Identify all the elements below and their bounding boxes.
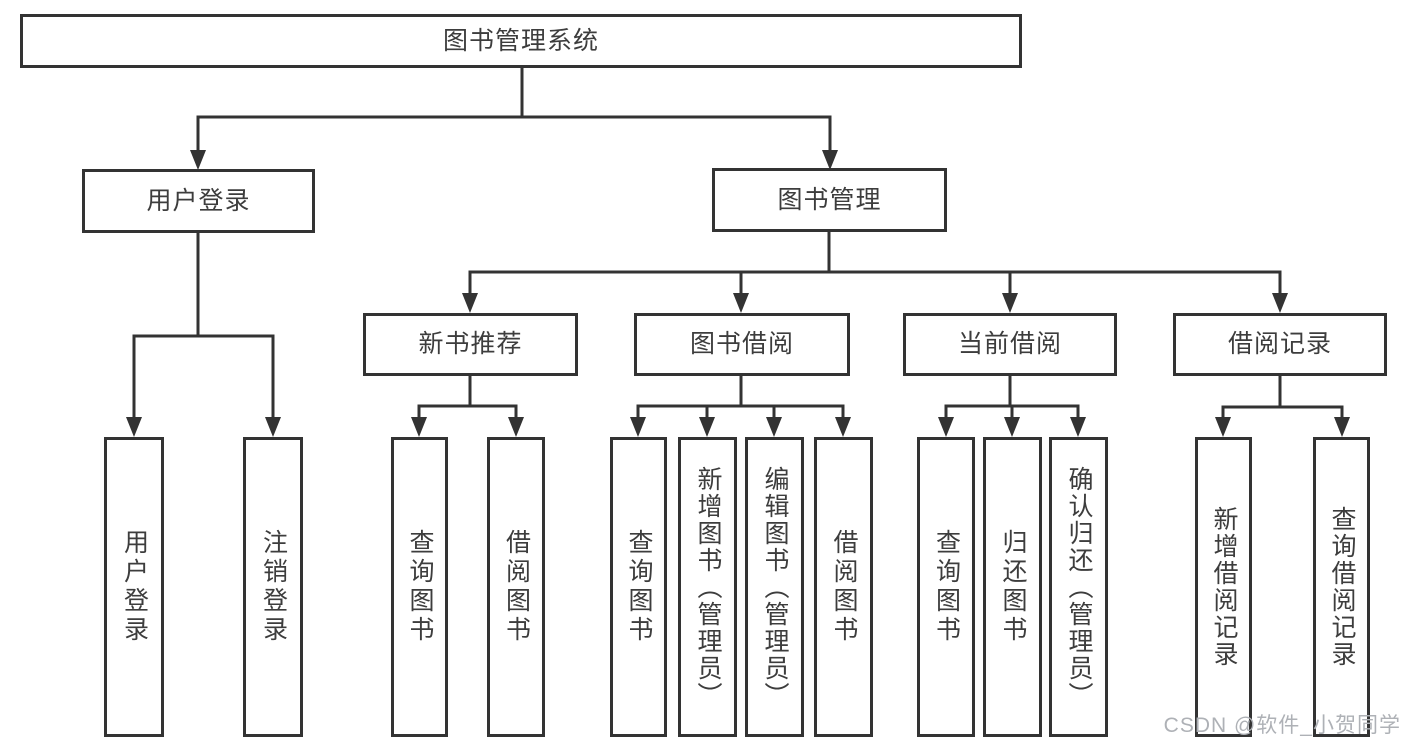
- leaf-br-add-record-label: 新增借阅记录: [1210, 506, 1238, 668]
- node-borrow-record: 借阅记录: [1173, 313, 1387, 376]
- node-root-system: 图书管理系统: [20, 14, 1022, 68]
- node-book-borrow: 图书借阅: [634, 313, 850, 376]
- leaf-br-add-record: 新增借阅记录: [1195, 437, 1252, 737]
- leaf-nbr-borrow-books-label: 借阅图书: [502, 529, 531, 645]
- connector-borrow-record-group: [1221, 374, 1344, 409]
- node-current-borrow-label: 当前借阅: [957, 330, 1062, 358]
- node-user-login: 用户登录: [82, 169, 315, 233]
- leaf-bb-query-books-label: 查询图书: [625, 529, 653, 645]
- connector-root: [196, 66, 832, 119]
- leaf-br-query-record-label: 查询借阅记录: [1328, 506, 1356, 668]
- node-root-system-label: 图书管理系统: [442, 26, 599, 55]
- leaf-bb-borrow-books: 借阅图书: [814, 437, 873, 737]
- node-book-management-label: 图书管理: [777, 185, 882, 214]
- leaf-bb-query-books: 查询图书: [610, 437, 667, 737]
- leaf-bb-edit-books-admin: 编辑图书（管理员）: [745, 437, 804, 737]
- node-user-login-label: 用户登录: [146, 186, 251, 215]
- leaf-cb-return-books: 归还图书: [983, 437, 1042, 737]
- leaf-nbr-query-books: 查询图书: [391, 437, 448, 737]
- leaf-user-login-label: 用户登录: [120, 529, 149, 645]
- leaf-bb-borrow-books-label: 借阅图书: [830, 529, 858, 645]
- leaf-bb-add-books-admin: 新增图书（管理员）: [678, 437, 737, 737]
- leaf-user-login: 用户登录: [104, 437, 164, 737]
- leaf-nbr-borrow-books: 借阅图书: [487, 437, 545, 737]
- leaf-bb-edit-books-admin-label: 编辑图书（管理员）: [761, 465, 789, 709]
- connector-current-borrow-group: [944, 374, 1080, 408]
- leaf-logout-label: 注销登录: [259, 529, 288, 645]
- connector-new-book-recommend-group: [417, 374, 518, 408]
- leaf-cb-confirm-return-admin: 确认归还（管理员）: [1049, 437, 1108, 737]
- node-new-book-recommend: 新书推荐: [363, 313, 578, 376]
- csdn-watermark: CSDN @软件_小贺同学: [1163, 714, 1401, 737]
- leaf-br-query-record: 查询借阅记录: [1313, 437, 1370, 737]
- arrowheads: [126, 117, 1350, 437]
- leaf-cb-query-books-label: 查询图书: [932, 529, 961, 645]
- leaf-cb-return-books-label: 归还图书: [999, 529, 1027, 645]
- leaf-bb-add-books-admin-label: 新增图书（管理员）: [694, 465, 722, 709]
- node-book-management: 图书管理: [712, 168, 947, 232]
- node-new-book-recommend-label: 新书推荐: [418, 330, 523, 358]
- node-book-borrow-label: 图书借阅: [689, 330, 794, 358]
- leaf-logout: 注销登录: [243, 437, 303, 737]
- connector-book-borrow-group: [636, 374, 845, 408]
- leaf-cb-confirm-return-admin-label: 确认归还（管理员）: [1065, 465, 1093, 709]
- node-borrow-record-label: 借阅记录: [1227, 330, 1332, 358]
- connector-user-login-group: [132, 231, 275, 338]
- leaf-nbr-query-books-label: 查询图书: [406, 529, 434, 645]
- leaf-cb-query-books: 查询图书: [917, 437, 975, 737]
- node-current-borrow: 当前借阅: [903, 313, 1117, 376]
- connector-book-management-group: [468, 230, 1282, 274]
